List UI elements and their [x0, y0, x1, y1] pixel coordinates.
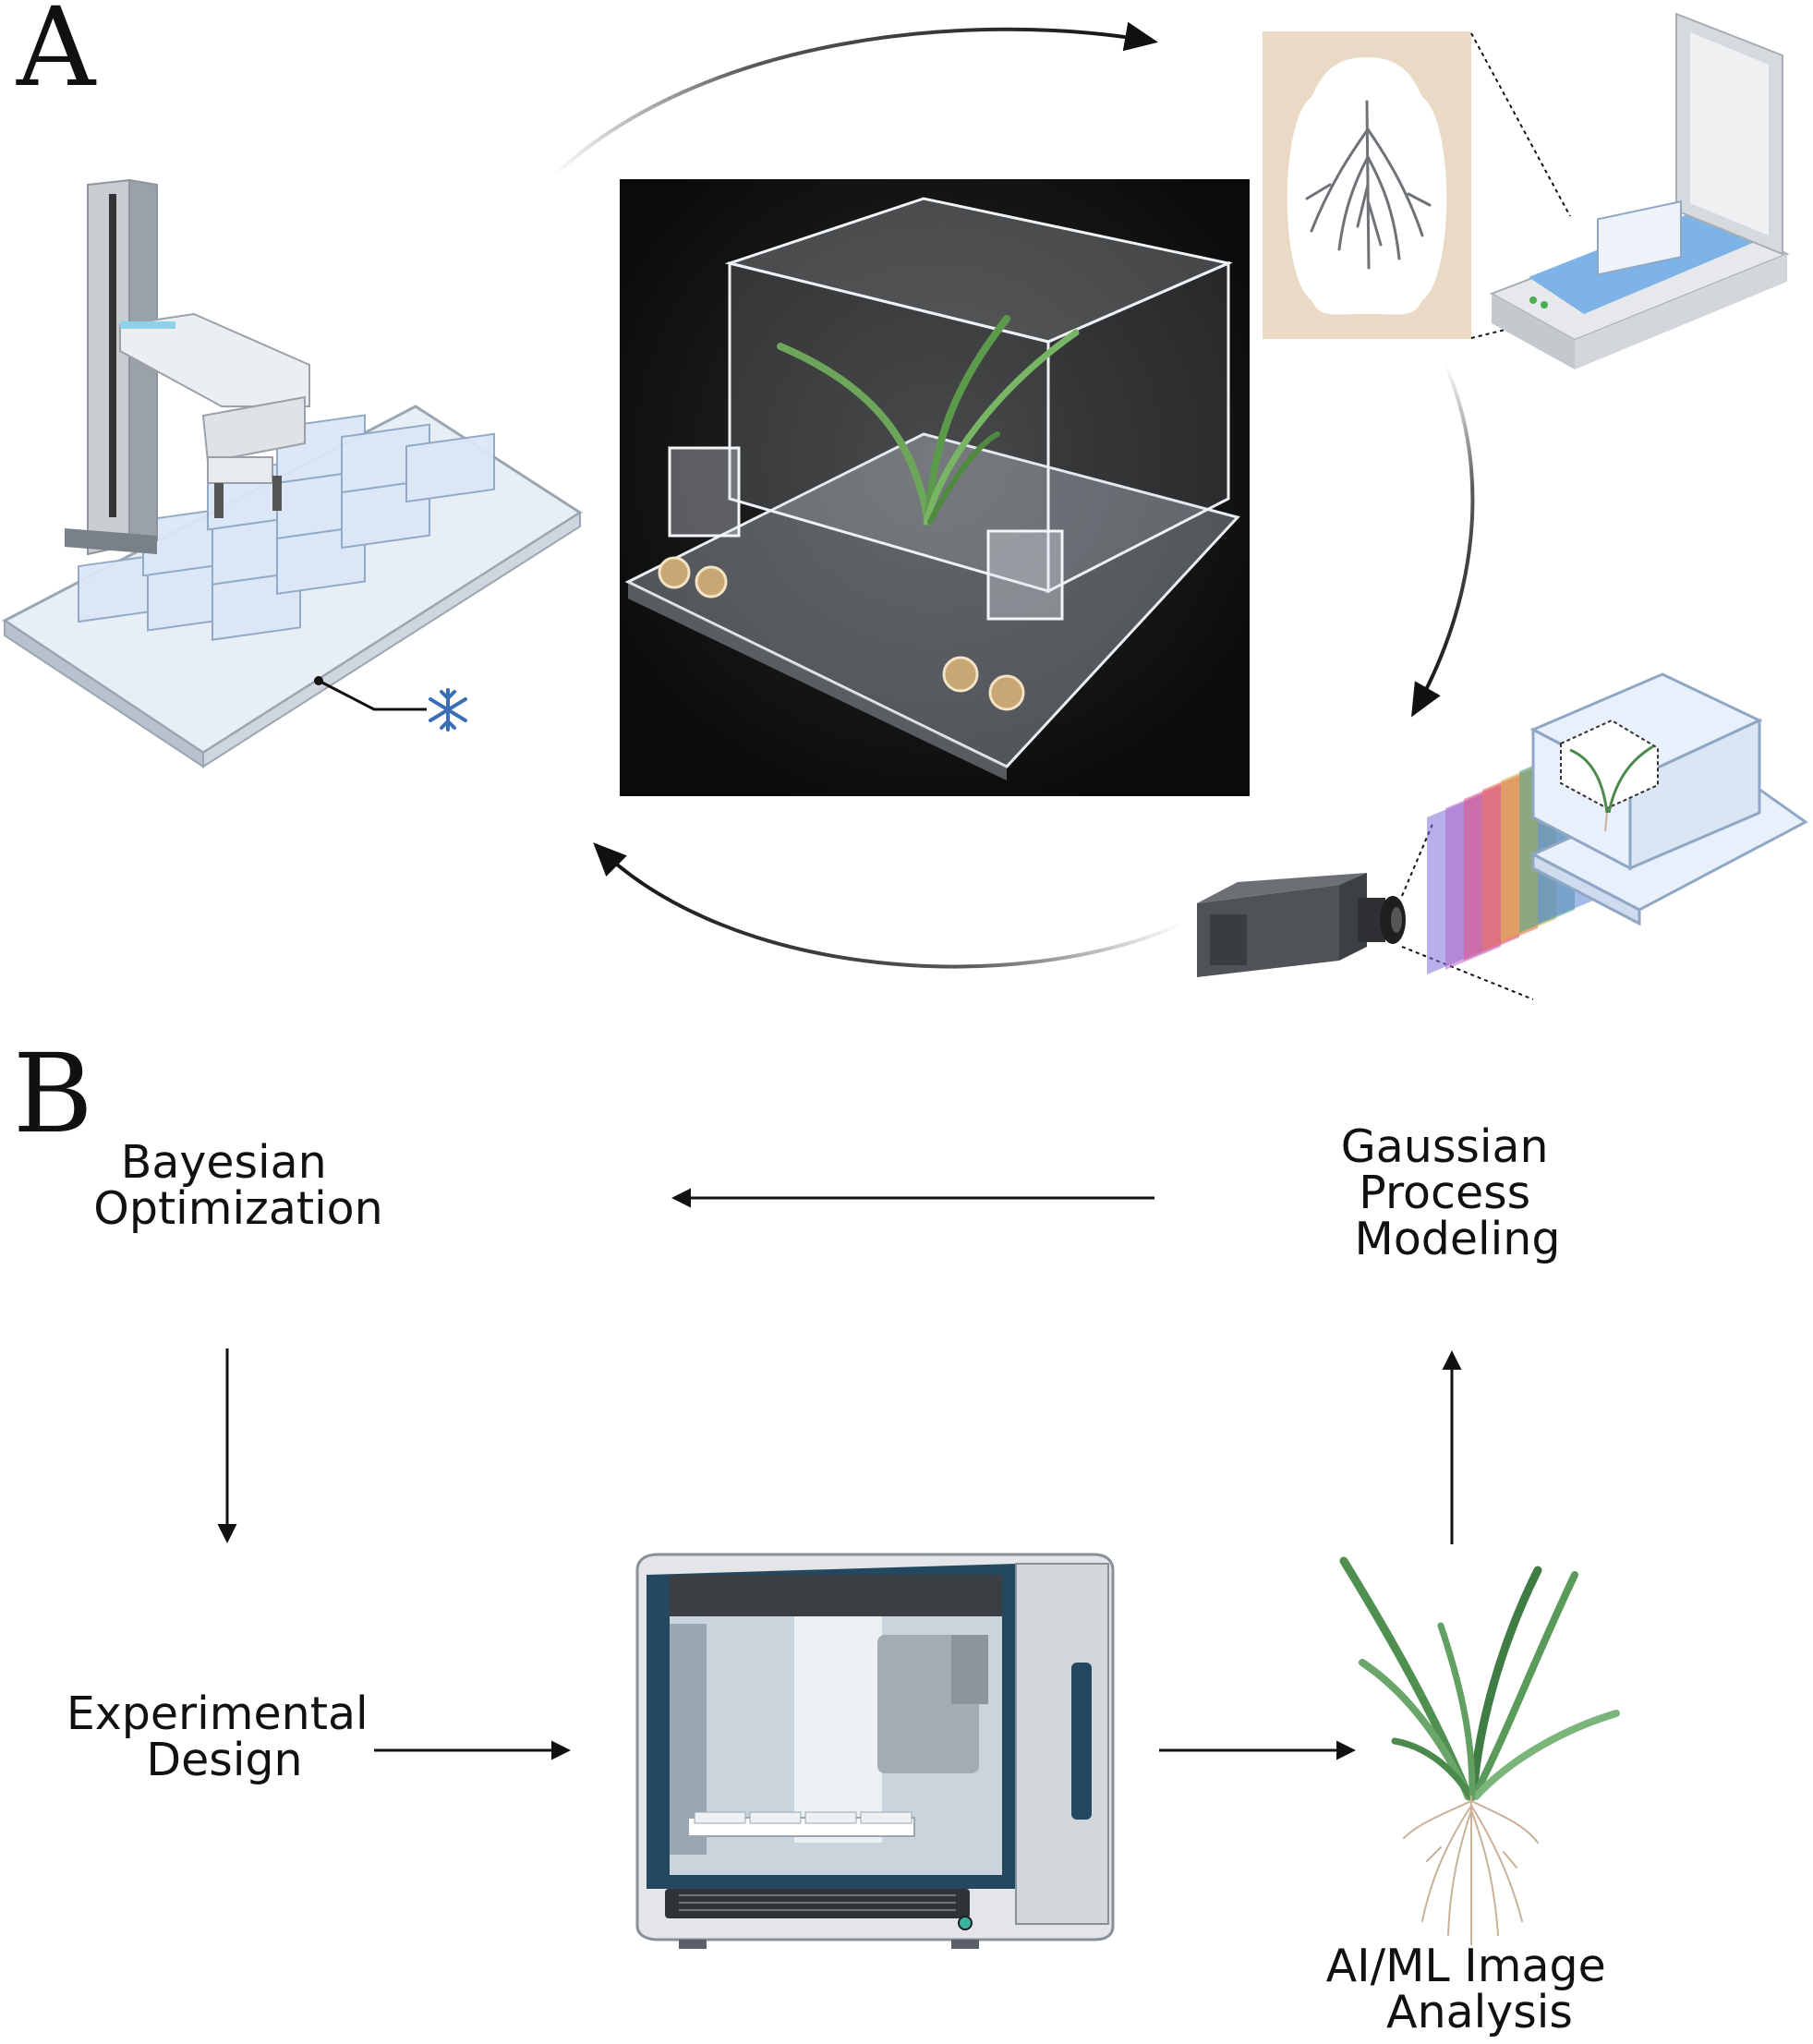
- snowflake-icon: [429, 688, 467, 732]
- ecofab-chamber-photo: [620, 179, 1250, 796]
- experimental-design-label: Experimental Design: [66, 1687, 382, 1786]
- hyperspectral-camera-icon: [1197, 873, 1406, 977]
- root-scan-icon: [1263, 31, 1471, 339]
- flatbed-scanner-icon: [1489, 12, 1790, 369]
- grass-plant-icon: [1339, 1556, 1620, 1945]
- gaussian-process-modeling-label: Gaussian Process Modeling: [1341, 1120, 1563, 1265]
- panel-a-letter: A: [16, 0, 97, 111]
- panel-b-letter: B: [13, 1030, 93, 1157]
- arrow-a-top: [552, 21, 1158, 177]
- arrow-a-bottom: [593, 842, 1183, 969]
- robot-arm-icon: [2, 178, 583, 768]
- arrow-a-right: [1411, 364, 1475, 718]
- ai-ml-image-analysis-label: AI/ML Image Analysis: [1326, 1940, 1621, 2038]
- liquid-handler-robot-icon: [635, 1553, 1115, 1949]
- bayesian-optimization-label: Bayesian Optimization: [93, 1136, 382, 1235]
- chamber-diagram-icon: [1529, 672, 1808, 926]
